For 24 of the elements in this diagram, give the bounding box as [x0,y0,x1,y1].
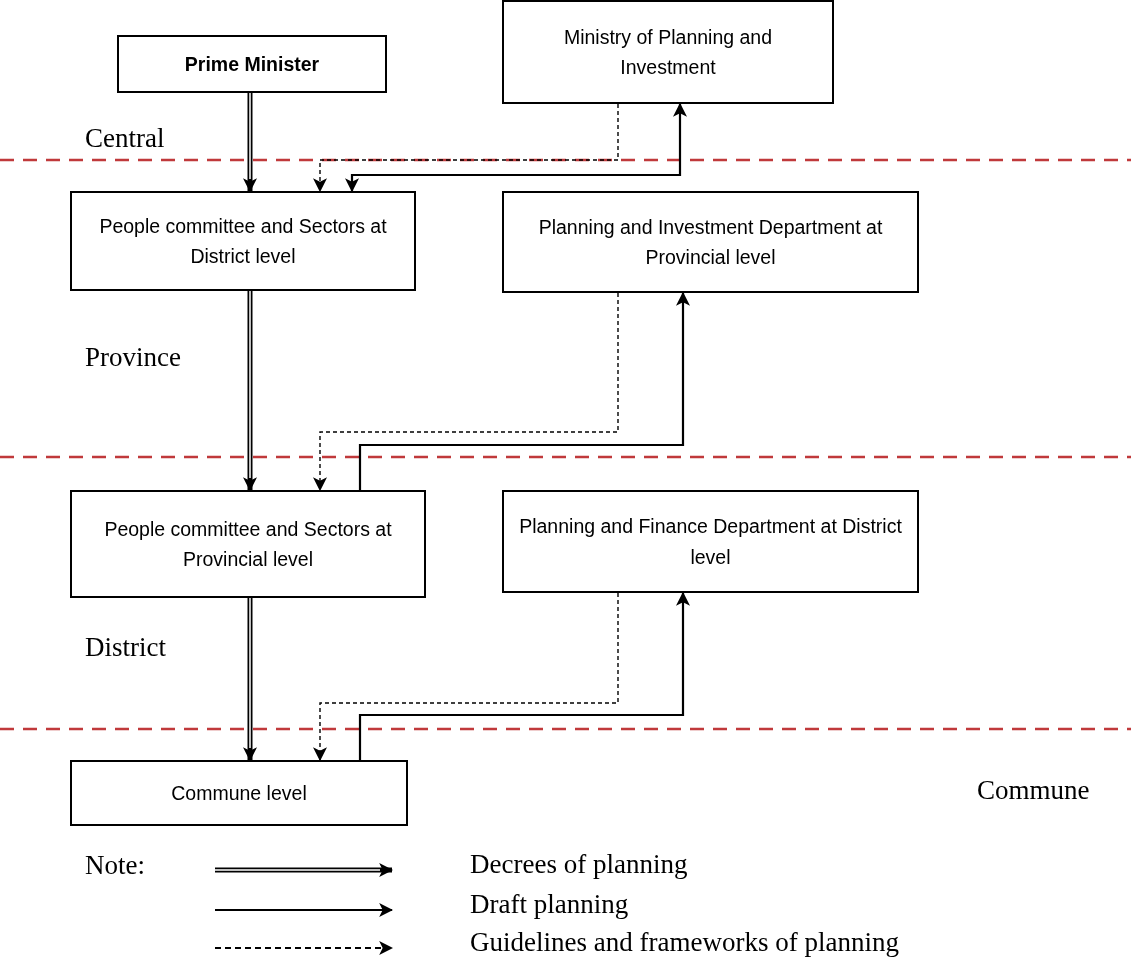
process-box: Commune level [70,760,408,826]
process-box: People committee and Sectors at District level [70,191,416,291]
dashed-arrow [313,103,619,193]
dashed-arrow [313,292,619,492]
level-label: Note: [85,850,145,881]
process-box: People committee and Sectors at Provincial level [70,490,426,598]
legend-text: Guidelines and frameworks of planning [470,927,899,958]
level-label: Province [85,342,181,373]
process-box: Planning and Investment Department at Provincial level [502,191,919,293]
arrow [358,591,690,760]
dashed-arrow [313,592,619,762]
legend-text: Decrees of planning [470,849,688,880]
double-arrow [243,291,257,492]
level-label: District [85,632,166,663]
level-label: Central [85,123,165,154]
double-arrow [243,598,257,762]
arrow [345,102,687,193]
arrow [358,291,690,490]
process-box: Ministry of Planning and Investment [502,0,834,104]
process-box: Planning and Finance Department at District level [502,490,919,593]
process-box: Prime Minister [117,35,387,93]
double-arrow [243,93,257,193]
legend-text: Draft planning [470,889,629,920]
level-label: Commune [977,775,1090,806]
